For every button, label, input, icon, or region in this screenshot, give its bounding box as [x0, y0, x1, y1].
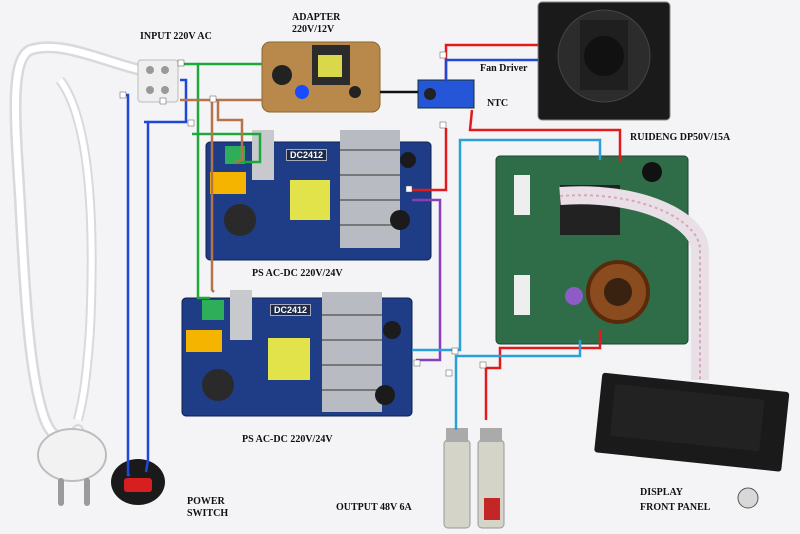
label-ps1: PS AC-DC 220V/24V — [252, 268, 343, 279]
fan-driver-board — [417, 79, 475, 109]
psu1-chip-marking: DC2412 — [286, 149, 328, 161]
label-adapter-sub: 220V/12V — [292, 24, 335, 35]
psu-board-1 — [205, 130, 432, 261]
label-front-panel: FRONT PANEL — [640, 502, 711, 513]
label-switch: SWITCH — [187, 508, 229, 519]
label-adapter: ADAPTER — [292, 12, 341, 23]
ribbon-cable — [559, 186, 709, 380]
euro-plug — [37, 428, 107, 506]
label-display: DISPLAY — [640, 487, 683, 498]
output-terminals — [443, 428, 505, 529]
label-output: OUTPUT 48V 6A — [336, 502, 412, 513]
display-module — [594, 372, 790, 509]
psu2-chip-marking: DC2412 — [270, 304, 312, 316]
label-fan-driver: Fan Driver — [480, 63, 528, 74]
adapter-board — [261, 41, 381, 113]
junction-markers — [119, 51, 487, 377]
terminal-block — [137, 59, 179, 103]
power-cord — [9, 41, 146, 445]
cooling-fan — [537, 1, 671, 121]
label-power: POWER — [187, 496, 225, 507]
label-ntc: NTC — [487, 98, 509, 109]
psu-board-2 — [181, 290, 413, 417]
dp50-converter-board — [495, 155, 689, 345]
label-ruideng: RUIDENG DP50V/15A — [630, 132, 731, 143]
label-ps2: PS AC-DC 220V/24V — [242, 434, 333, 445]
label-input: INPUT 220V AC — [140, 31, 212, 42]
power-switch — [111, 459, 165, 505]
